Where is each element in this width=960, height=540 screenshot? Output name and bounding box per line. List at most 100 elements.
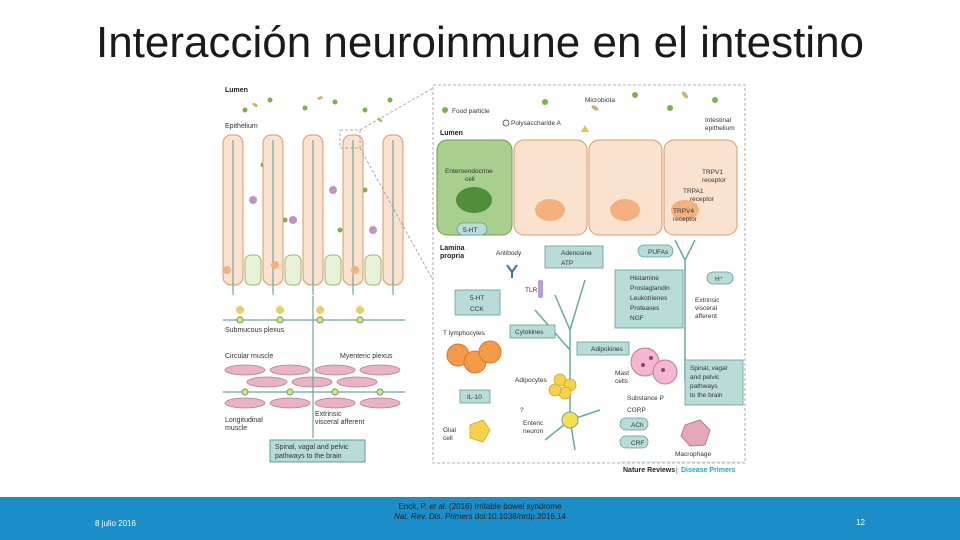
citation-line-1: Enck, P. et al. (2016) Irritable bowel s…	[0, 502, 960, 512]
antibody-icon	[506, 264, 518, 278]
epithelial-cells	[436, 139, 738, 236]
right-pathways-4: to the brain	[690, 392, 723, 399]
left-lumen-label: Lumen	[225, 87, 248, 94]
enteroendocrine-label-1: Enteroendocrine	[445, 168, 493, 175]
mast-label-1: Mast	[615, 370, 629, 377]
slide-title: Interacción neuroinmune en el intestino	[95, 18, 865, 67]
circular-muscle-label: Circular muscle	[225, 353, 273, 360]
crf-label: CRF	[631, 440, 644, 447]
cgrp-label: CGRP	[627, 407, 646, 414]
enteric-neuron	[561, 411, 579, 429]
myenteric-plexus	[223, 388, 405, 396]
footer-date: 8 julio 2016	[95, 519, 136, 528]
myenteric-plexus-label: Myenteric plexus	[340, 353, 393, 360]
series-label: Disease Primers	[681, 467, 736, 474]
microbiota-label: Microbiota	[585, 97, 615, 104]
five-ht-pill: 5-HT	[463, 227, 477, 234]
tlr-label: TLR	[525, 287, 538, 294]
mediator-histamine: Histamine	[630, 275, 659, 282]
right-pathways-3: pathways	[690, 383, 718, 390]
trpa1-label-1: TRPA1	[683, 188, 704, 195]
adipocytes	[548, 373, 577, 400]
citation-et-al: et al.	[429, 502, 447, 511]
intestinal-epithelium-label-1: Intestinal	[705, 117, 732, 124]
trpa1-label-2: receptor	[690, 196, 715, 203]
intestinal-epithelium-label-2: epithelium	[705, 125, 735, 132]
page-number: 12	[856, 518, 865, 527]
antibody-label: Antibody	[496, 250, 522, 257]
macrophage	[680, 419, 711, 447]
publisher-separator: |	[676, 467, 678, 474]
right-lumen-particles	[542, 91, 718, 132]
neuron-fibres	[534, 239, 696, 451]
trpv4-label-1: TRPV4	[673, 208, 694, 215]
left-extrinsic-label-2: visceral afferent	[315, 419, 364, 426]
left-panel: Lumen Epithelium	[222, 87, 434, 463]
left-epithelium-label: Epithelium	[225, 123, 258, 130]
longitudinal-muscle	[224, 397, 401, 409]
ach-label: ACh	[631, 422, 644, 429]
publisher-label: Nature Reviews	[623, 467, 675, 474]
pufas-label: PUFAs	[648, 249, 669, 256]
box-cck-label: CCK	[470, 306, 484, 313]
citation-journal: Nat. Rev. Dis. Primers	[394, 512, 473, 521]
glial-label-1: Glial	[443, 427, 457, 434]
enteroendocrine-label-2: cell	[465, 176, 475, 183]
macrophage-label: Macrophage	[675, 451, 712, 458]
t-lymphocytes-label: T lymphocytes	[443, 330, 486, 337]
circular-muscle	[224, 364, 401, 388]
adenosine-label: Adenosine	[561, 250, 592, 257]
mediator-leukotrienes: Leukotrienes	[630, 295, 668, 302]
left-pathways-label-1: Spinal, vagal and pelvic	[275, 444, 349, 451]
adipokines-label: Adipokines	[591, 346, 624, 353]
lamina-label-1: Lamina	[440, 245, 465, 252]
substance-p-label: Substance P	[627, 395, 664, 402]
trpv4-label-2: receptor	[673, 216, 698, 223]
right-lumen-label: Lumen	[440, 130, 463, 137]
right-pathways-2: and pelvic	[690, 374, 720, 381]
submucous-plexus-label: Submucous plexus	[225, 327, 285, 334]
trpv1-label-2: receptor	[702, 177, 727, 184]
glial-cell	[469, 419, 491, 443]
right-extrinsic-label-3: afferent	[695, 313, 717, 320]
left-pathways-label-2: pathways to the brain	[275, 453, 342, 460]
right-extrinsic-label-2: visceral	[695, 305, 718, 312]
box-5ht-label: 5-HT	[470, 295, 484, 302]
h-plus-label: H⁺	[715, 276, 724, 283]
mast-cells	[630, 347, 678, 385]
longitudinal-muscle-label-2: muscle	[225, 425, 247, 432]
lamina-label-2: propria	[440, 253, 464, 260]
left-extrinsic-label-1: Extrinsic	[315, 411, 342, 418]
citation-authors: Enck, P.	[398, 502, 428, 511]
left-pathways-box: Spinal, vagal and pelvic pathways to the…	[269, 439, 366, 463]
mediator-proteases: Proteases	[630, 305, 660, 312]
slide-footer: 8 julio 2016 12	[0, 497, 960, 540]
polysaccharide-label: Polysaccharide A	[511, 120, 562, 127]
immune-cells-left	[223, 186, 377, 314]
enteric-label-1: Enteric	[523, 420, 544, 427]
crypt-bases	[244, 254, 382, 286]
trpv1-label-1: TRPV1	[702, 169, 723, 176]
zoom-connector	[339, 87, 434, 281]
cytokines-label: Cytokines	[515, 329, 544, 336]
citation-line-2: Nat. Rev. Dis. Primers doi:10.1038/nrdp.…	[0, 512, 960, 522]
t-lymphocytes	[446, 340, 502, 374]
longitudinal-muscle-label-1: Longitudinal	[225, 417, 263, 424]
il10-label: IL-10	[467, 394, 482, 401]
citation: Enck, P. et al. (2016) Irritable bowel s…	[0, 502, 960, 522]
adipocytes-label: Adipocytes	[515, 377, 548, 384]
enteric-label-2: neuron	[523, 428, 544, 435]
question-mark: ?	[520, 407, 524, 414]
atp-label: ATP	[561, 260, 573, 267]
food-particle-label: Food particle	[452, 108, 490, 115]
mediator-prostaglandin: Prostaglandin	[630, 285, 670, 292]
right-pathways-1: Spinal, vagal	[690, 365, 728, 372]
mediator-ngf: NGF	[630, 315, 644, 322]
citation-doi: doi:10.1038/nrdp.2016.14	[474, 512, 566, 521]
right-extrinsic-label-1: Extrinsic	[695, 297, 720, 304]
glial-label-2: cell	[443, 435, 453, 442]
right-panel: Food particle Microbiota Polysaccharide …	[432, 84, 746, 474]
citation-title: (2016) Irritable bowel syndrome	[449, 502, 562, 511]
neuroimmune-figure: Lumen Epithelium	[215, 80, 750, 475]
mast-label-2: cells	[615, 378, 629, 385]
